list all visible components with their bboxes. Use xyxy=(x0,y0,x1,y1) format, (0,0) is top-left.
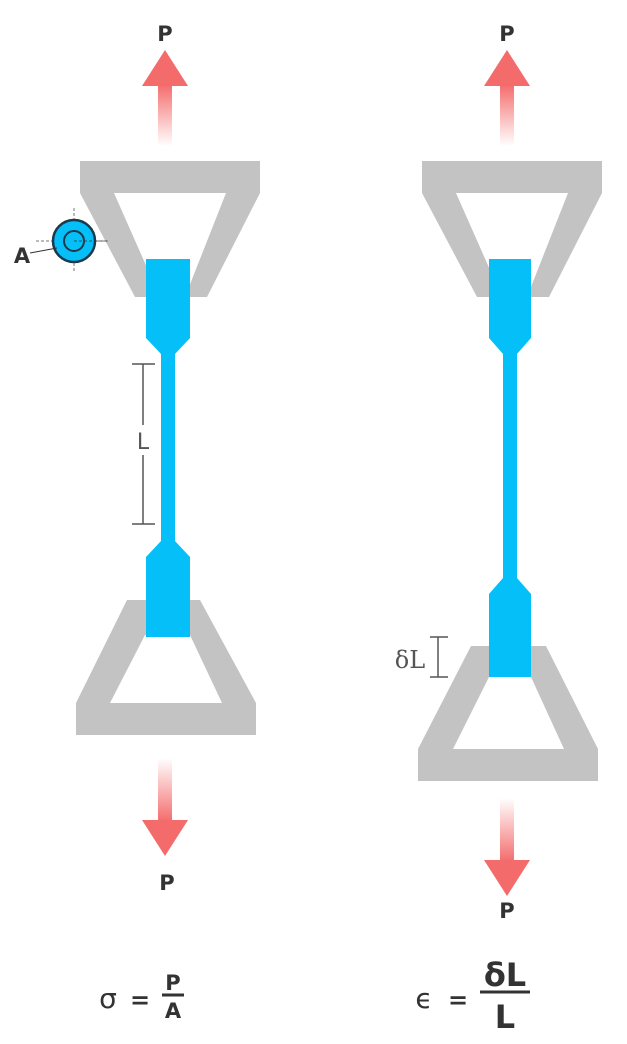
equals-sign: = xyxy=(448,986,468,1014)
bottom-grip xyxy=(418,646,598,781)
top-grip xyxy=(80,161,260,297)
left-specimen-setup: P L A xyxy=(14,22,260,895)
length-label: L xyxy=(137,430,150,455)
strain-symbol: ϵ xyxy=(415,982,432,1015)
elongation-dimension: δL xyxy=(395,636,448,678)
stress-symbol: σ xyxy=(99,982,117,1015)
bottom-grip xyxy=(76,600,256,735)
area-label: A xyxy=(14,244,31,268)
force-label-bottom: P xyxy=(159,871,174,895)
specimen-bar xyxy=(146,259,190,637)
force-label-bottom: P xyxy=(499,899,514,923)
denominator: L xyxy=(495,998,515,1036)
specimen-bar-elongated xyxy=(489,259,531,677)
strain-formula: ϵ = δL L xyxy=(415,956,530,1036)
cross-section-icon: A xyxy=(14,208,108,272)
arrow-up-icon xyxy=(142,50,188,146)
length-dimension: L xyxy=(132,363,155,525)
elongation-label: δL xyxy=(395,646,425,674)
stress-formula: σ = P A xyxy=(99,971,184,1023)
arrow-up-icon xyxy=(484,50,530,146)
right-specimen-setup: P δL P xyxy=(395,22,602,923)
force-label-top: P xyxy=(499,22,514,46)
equals-sign: = xyxy=(130,986,150,1014)
top-grip xyxy=(422,161,602,297)
denominator: A xyxy=(165,999,182,1023)
numerator: P xyxy=(165,971,180,995)
arrow-down-icon xyxy=(142,758,188,856)
numerator: δL xyxy=(484,956,526,994)
arrow-down-icon xyxy=(484,798,530,896)
force-label-top: P xyxy=(157,22,172,46)
